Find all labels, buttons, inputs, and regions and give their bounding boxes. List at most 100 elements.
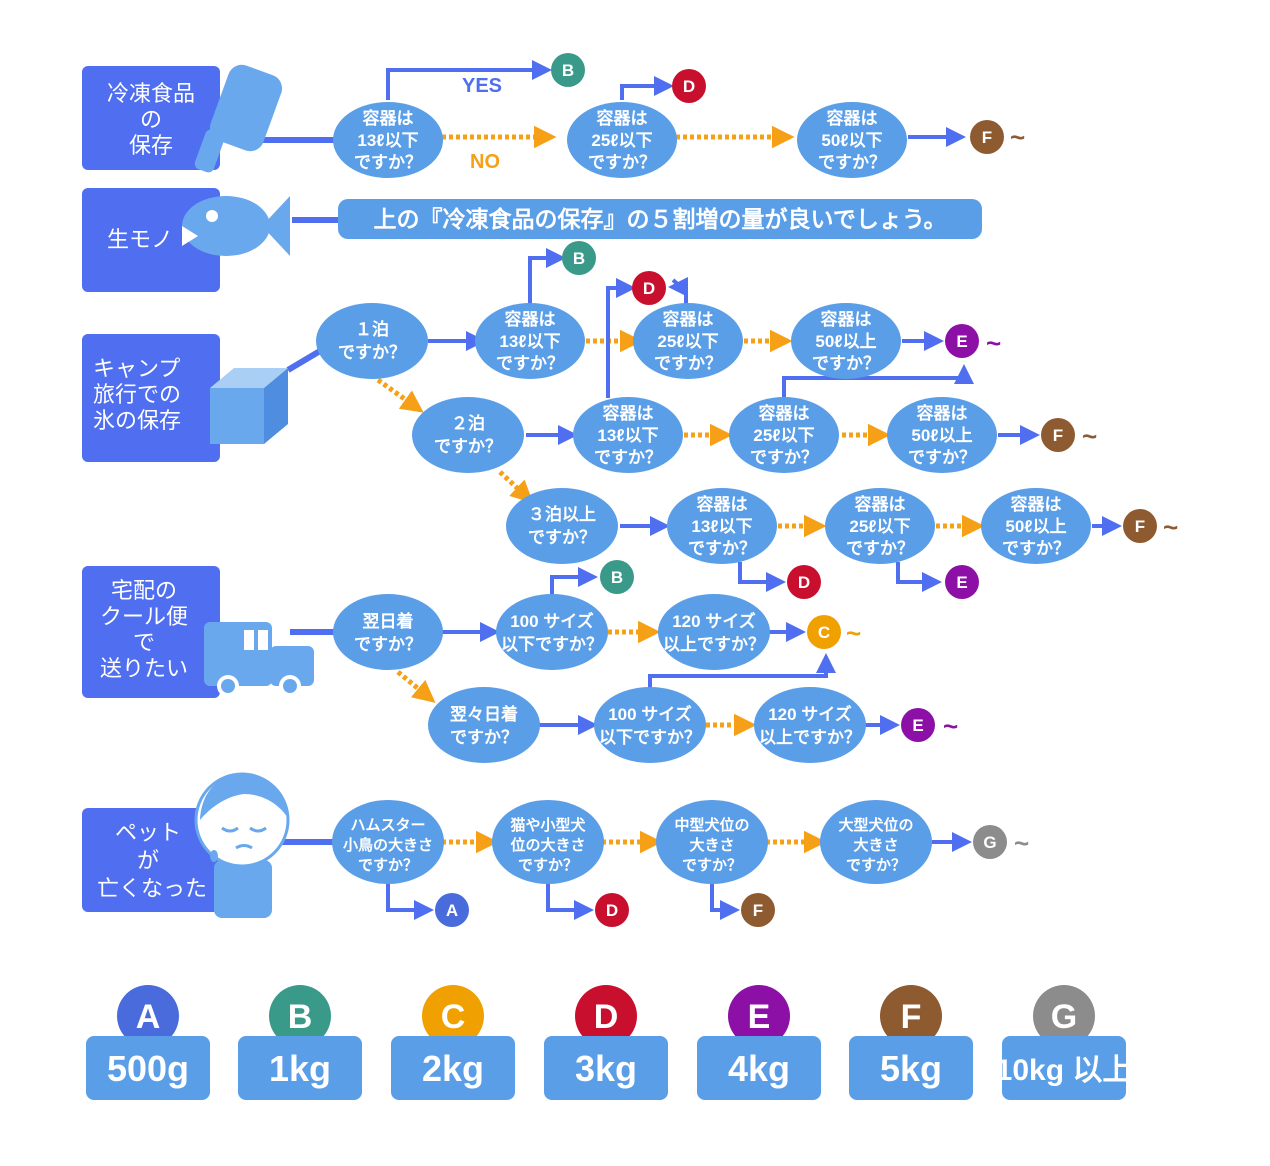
svg-text:E: E [912, 716, 923, 735]
tilde: ~ [943, 711, 958, 741]
yes-arrow [550, 567, 598, 596]
outcome-badge-D: D [595, 893, 629, 927]
yes-arrow [782, 364, 974, 398]
tilde: ~ [1010, 122, 1025, 152]
svg-text:翌々日着ですか？: 翌々日着ですか？ [450, 704, 518, 747]
svg-text:4kg: 4kg [728, 1048, 790, 1089]
outcome-badge-B: B [562, 241, 596, 275]
svg-text:C: C [441, 998, 466, 1036]
node-cool2-120: 120 サイズ以上ですか？ [754, 687, 866, 763]
yes-arrow [606, 278, 636, 398]
tilde: ~ [986, 328, 1001, 358]
crying-person-icon [194, 772, 290, 918]
connectors [262, 60, 1122, 920]
outcome-badge-B: B [551, 53, 585, 87]
svg-text:F: F [1053, 426, 1063, 445]
svg-text:生モノ: 生モノ [107, 227, 173, 252]
svg-text:10kg 以上: 10kg 以上 [996, 1054, 1133, 1087]
fresh-banner: 上の『冷凍食品の保存』の５割増の量が良いでしょう。 [338, 199, 982, 239]
no-arrow [498, 470, 534, 504]
category-frozen: 冷凍食品の保存 [82, 66, 220, 170]
svg-text:D: D [798, 573, 810, 592]
outcome-badge-E: E [901, 708, 935, 742]
outcome-badges: B D F ~ B D E ~ F ~ D E F ~ B C ~ E ~ A … [435, 53, 1178, 927]
yes-arrow [386, 880, 434, 920]
svg-text:B: B [288, 998, 313, 1036]
svg-text:B: B [611, 568, 623, 587]
outcome-badge-E: E [945, 565, 979, 599]
svg-text:C: C [818, 623, 830, 642]
svg-text:D: D [643, 279, 655, 298]
svg-text:1kg: 1kg [269, 1048, 331, 1089]
node-cool-dayafter: 翌々日着ですか？ [428, 687, 540, 763]
svg-text:G: G [1051, 998, 1077, 1036]
outcome-badge-F: F [741, 893, 775, 927]
yes-arrow [528, 248, 566, 305]
outcome-badge-E: E [945, 324, 979, 358]
no-arrow [396, 670, 436, 703]
svg-text:D: D [594, 998, 619, 1036]
svg-text:E: E [956, 332, 967, 351]
node-pet-largedog: 大型犬位の大きさですか？ [820, 800, 932, 884]
svg-text:E: E [748, 998, 771, 1036]
svg-text:F: F [753, 901, 763, 920]
outcome-badge-A: A [435, 893, 469, 927]
svg-text:3kg: 3kg [575, 1048, 637, 1089]
svg-text:100 サイズ以下ですか？: 100 サイズ以下ですか？ [501, 611, 603, 654]
svg-text:ハムスター小鳥の大きさですか？: ハムスター小鳥の大きさですか？ [343, 817, 433, 874]
tilde: ~ [1163, 512, 1178, 542]
node-cool-nextday: 翌日着ですか？ [333, 594, 443, 670]
legend-item-D: D 3kg [544, 985, 668, 1100]
svg-text:G: G [983, 833, 996, 852]
tilde: ~ [846, 618, 861, 648]
svg-text:2kg: 2kg [422, 1048, 484, 1089]
svg-text:120 サイズ以上ですか？: 120 サイズ以上ですか？ [759, 704, 861, 747]
popsicle-icon [194, 64, 283, 173]
legend-item-G: G 10kg 以上 [996, 985, 1133, 1100]
yes-arrow [896, 562, 942, 592]
svg-text:キャンプ旅行での氷の保存: キャンプ旅行での氷の保存 [93, 356, 181, 433]
svg-text:大型犬位の大きさですか？: 大型犬位の大きさですか？ [838, 816, 913, 874]
outcome-badge-B: B [600, 560, 634, 594]
outcome-badge-F: F [1123, 509, 1157, 543]
svg-text:中型犬位の大きさですか？: 中型犬位の大きさですか？ [674, 816, 749, 874]
svg-text:冷凍食品の保存: 冷凍食品の保存 [107, 81, 195, 158]
fish-icon [182, 196, 290, 256]
svg-text:100 サイズ以下ですか？: 100 サイズ以下ですか？ [599, 704, 701, 747]
node-camp-3nights: ３泊以上ですか？ [506, 488, 618, 564]
yes-arrow [648, 653, 836, 690]
no-label: NO [470, 151, 500, 173]
svg-text:120 サイズ以上ですか？: 120 サイズ以上ですか？ [663, 611, 765, 654]
node-cool2-100: 100 サイズ以下ですか？ [594, 687, 706, 763]
yes-arrow [710, 880, 740, 920]
yes-arrow [738, 562, 786, 592]
svg-text:D: D [683, 77, 695, 96]
svg-text:A: A [136, 998, 161, 1036]
tilde: ~ [1014, 828, 1029, 858]
svg-text:３泊以上ですか？: ３泊以上ですか？ [528, 505, 596, 547]
svg-text:２泊ですか？: ２泊ですか？ [434, 414, 502, 456]
outcome-badge-C: C [807, 615, 841, 649]
tilde: ~ [1082, 421, 1097, 451]
no-arrow [376, 377, 424, 413]
